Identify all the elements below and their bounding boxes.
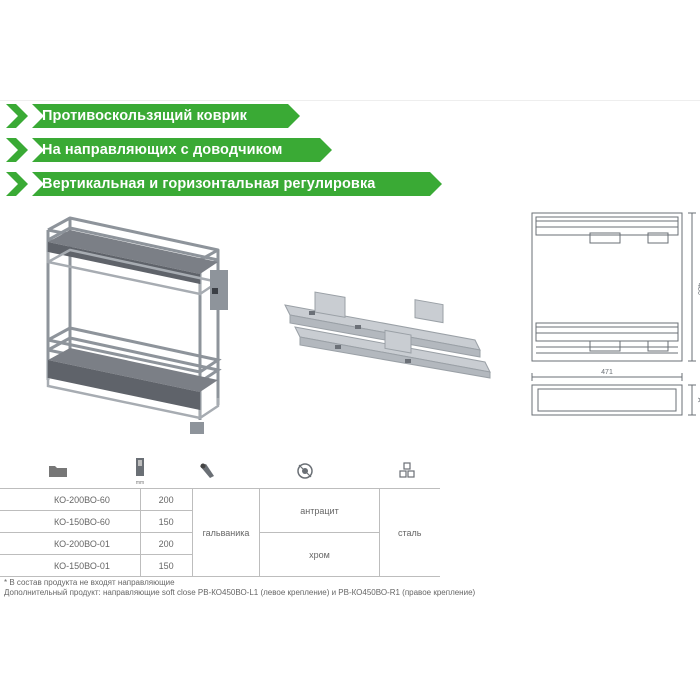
product-size: 200 — [139, 488, 193, 511]
footnotes: * В состав продукта не входят направляющ… — [4, 578, 475, 598]
coating-cell: гальваника — [191, 488, 260, 577]
chevron-right-icon — [6, 172, 28, 196]
folder-icon — [49, 466, 67, 477]
technical-drawing: 486 471 A — [531, 212, 700, 416]
feature-label: Вертикальная и горизонтальная регулировк… — [42, 176, 376, 192]
product-size: 150 — [139, 554, 193, 577]
chevron-right-icon — [6, 138, 28, 162]
color-cell-1: антрацит — [259, 488, 380, 533]
feature-label: На направляющих с доводчиком — [42, 142, 283, 158]
table-icon-row: mm — [0, 458, 700, 486]
material-cell: сталь — [378, 488, 440, 577]
width-dimension-label: 471 — [601, 369, 613, 376]
footnote-1: * В состав продукта не входят направляющ… — [4, 578, 175, 587]
color-cell-2: хром — [259, 532, 380, 577]
table-row: КО-150ВО-60 150 — [0, 510, 440, 533]
product-code: КО-150ВО-01 — [0, 554, 141, 577]
product-code: КО-200ВО-60 — [0, 488, 141, 511]
mm-label: mm — [135, 480, 145, 486]
chevron-right-icon — [6, 104, 28, 128]
ruler-icon: mm — [132, 458, 148, 486]
product-size: 200 — [139, 532, 193, 555]
color-icon — [297, 463, 313, 479]
slides-product-image — [284, 291, 491, 379]
product-code: КО-200ВО-01 — [0, 532, 141, 555]
table-row: КО-150ВО-01 150 — [0, 554, 440, 577]
spec-table: КО-200ВО-60 200 гальваника антрацит стал… — [0, 488, 440, 577]
footnote-2: Дополнительный продукт: направляющие sof… — [4, 588, 476, 597]
depth-dimension-label: A — [696, 398, 700, 403]
table-row: КО-200ВО-60 200 гальваника антрацит стал… — [0, 488, 440, 577]
feature-label: Противоскользящий коврик — [42, 108, 247, 124]
table-row: КО-200ВО-01 200 хром — [0, 532, 440, 577]
header-divider — [0, 100, 700, 101]
material-icon — [399, 462, 415, 478]
product-code: КО-150ВО-60 — [0, 510, 141, 533]
height-dimension-label: 486 — [696, 283, 700, 295]
feature-banner-2: На направляющих с доводчиком — [6, 138, 342, 162]
product-size: 150 — [139, 510, 193, 533]
finish-icon — [200, 463, 214, 478]
feature-banner-1: Противоскользящий коврик — [6, 104, 310, 128]
basket-product-image — [46, 216, 228, 434]
feature-banner-3: Вертикальная и горизонтальная регулировк… — [6, 172, 452, 196]
